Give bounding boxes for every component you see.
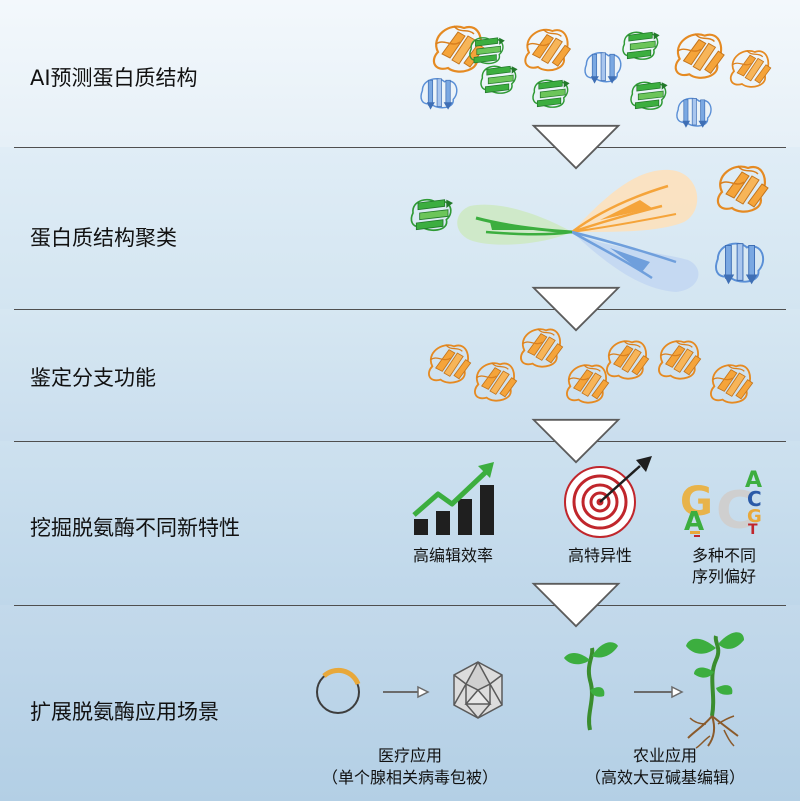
agri-application-title: 农业应用 <box>632 746 697 765</box>
agri-application-detail: （高效大豆碱基编辑） <box>584 768 745 787</box>
medical-application-title: 医疗应用 <box>377 746 442 765</box>
step-2-label: 蛋白质结构聚类 <box>30 226 177 250</box>
flow-arrow-2 <box>532 286 620 332</box>
medical-application-detail: （单个腺相关病毒包被） <box>321 768 498 787</box>
specificity-target-icon <box>564 456 652 538</box>
efficiency-icon <box>412 462 494 535</box>
logo-letter-a-green: A <box>684 507 704 537</box>
rooted-plant-icon <box>686 632 744 749</box>
sequence-preference-caption-line1: 多种不同 <box>691 546 756 565</box>
divider-4 <box>14 605 786 606</box>
flow-arrow-3 <box>532 418 620 464</box>
blue-cluster-protein <box>715 242 765 286</box>
efficiency-caption: 高编辑效率 <box>412 546 493 565</box>
step-5-label: 扩展脱氨酶应用场景 <box>30 700 219 724</box>
agri-arrow <box>634 685 684 699</box>
step-4-label: 挖掘脱氨酶不同新特性 <box>30 516 240 540</box>
aav-capsid-icon <box>453 661 503 719</box>
protein-cluster-step1 <box>420 24 772 129</box>
divider-2 <box>14 309 786 310</box>
green-cluster-protein <box>410 198 454 232</box>
sequence-logo-icon: G C A A C G T <box>680 468 762 541</box>
band-step-4 <box>0 441 800 605</box>
seedling-icon <box>564 642 618 731</box>
band-step-1 <box>0 0 800 147</box>
divider-3 <box>14 441 786 442</box>
logo-letter-g: G <box>680 479 713 525</box>
logo-letter-a-top: A <box>745 468 762 493</box>
logo-letter-c: C <box>716 481 754 541</box>
specificity-caption: 高特异性 <box>567 546 632 565</box>
orange-cluster-protein <box>716 164 770 213</box>
logo-letter-c-blue: C <box>747 487 762 511</box>
medical-arrow <box>383 685 430 699</box>
logo-letter-t-red: T <box>748 522 758 538</box>
clustering-tree <box>457 169 699 292</box>
logo-letter-g-orange: G <box>747 506 762 527</box>
flow-arrow-4 <box>532 582 620 628</box>
flow-arrow-1 <box>532 124 620 170</box>
plasmid-icon <box>316 667 361 714</box>
sequence-preference-caption-line2: 序列偏好 <box>691 567 756 586</box>
divider-1 <box>14 147 786 148</box>
band-step-5 <box>0 605 800 801</box>
protein-cluster-step3 <box>428 327 754 404</box>
step-3-label: 鉴定分支功能 <box>30 366 156 390</box>
band-step-3 <box>0 309 800 441</box>
step-1-label: AI预测蛋白质结构 <box>30 66 198 90</box>
